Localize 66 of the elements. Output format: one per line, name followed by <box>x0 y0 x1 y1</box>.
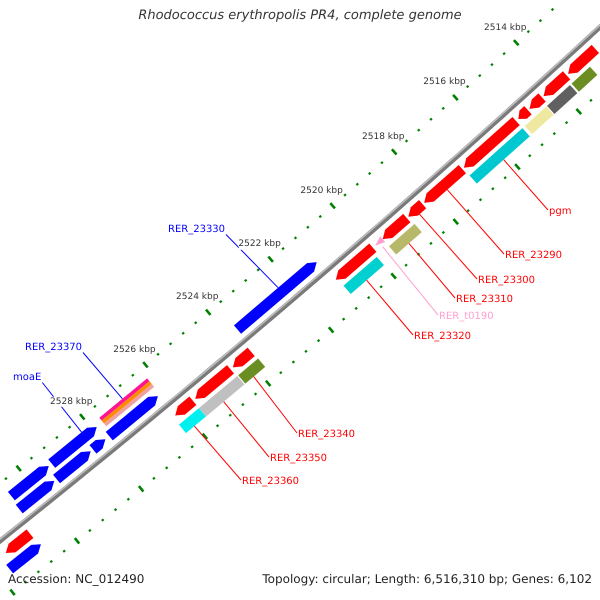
gene-block <box>6 529 34 554</box>
leader-line <box>503 159 548 210</box>
leader-line <box>194 426 242 480</box>
gene-bar <box>199 376 244 416</box>
gene-bar <box>388 224 422 255</box>
gene-bar <box>572 66 598 92</box>
gene-block <box>6 544 41 574</box>
gene-block <box>544 71 570 96</box>
gene-bar <box>178 408 206 434</box>
leader-line <box>419 214 478 280</box>
gene-label: RER_23290 <box>505 250 562 262</box>
scale-label: 2514 kbp <box>484 22 526 33</box>
gene-bar <box>524 106 554 134</box>
scale-label: 2516 kbp <box>423 77 466 88</box>
gene-block <box>336 244 376 280</box>
gene-label: RER_23300 <box>478 275 536 286</box>
leader-line <box>223 401 270 458</box>
gene-bar <box>99 378 154 426</box>
gene-label: RER_23330 <box>168 224 226 236</box>
gene-label: RER_t0190 <box>439 311 494 322</box>
gene-block <box>195 365 234 399</box>
gene-block <box>53 451 91 484</box>
gene-block <box>530 93 546 109</box>
leader-line <box>382 246 438 316</box>
gene-label: RER_23310 <box>456 294 514 306</box>
gene-block <box>568 44 600 74</box>
gene-label: RER_23370 <box>25 342 82 354</box>
gene-block <box>8 466 49 500</box>
gene-block <box>424 164 466 203</box>
leader-line <box>446 189 504 254</box>
gene-block <box>232 348 255 368</box>
title: Rhodococcus erythropolis PR4, complete genome <box>137 9 463 24</box>
gene-label: RER_23350 <box>270 453 328 464</box>
leader-line <box>408 242 456 298</box>
gene-block <box>382 214 410 240</box>
gene-bar <box>470 128 530 184</box>
gene-block <box>464 116 520 168</box>
leader-line <box>253 376 298 434</box>
gene-block <box>518 106 532 119</box>
gene-label: RER_23320 <box>414 331 472 342</box>
leader-line <box>82 352 123 400</box>
gene-bar <box>344 256 384 294</box>
scale-label: 2520 kbp <box>300 186 343 196</box>
scale-label: 2526 kbp <box>113 344 156 355</box>
gene-label: RER_23340 <box>298 429 356 440</box>
scale-label: 2524 kbp <box>176 292 218 302</box>
gene-label: pgm <box>549 206 572 218</box>
gene-label: RER_23360 <box>242 476 300 488</box>
leader-line <box>226 234 279 288</box>
triangle-marker <box>375 236 386 246</box>
gene-block <box>408 200 426 217</box>
gene-bar <box>238 358 266 384</box>
scale-label: 2522 kbp <box>238 239 281 250</box>
leader-line <box>366 280 414 336</box>
gene-block <box>175 396 196 416</box>
gene-block <box>234 262 317 334</box>
gene-block <box>16 480 54 514</box>
gene-bar <box>547 85 578 114</box>
gene-block <box>90 439 106 454</box>
scale-label: 2528 kbp <box>50 396 92 407</box>
gene-label: moaE <box>13 372 42 384</box>
scale-label: 2518 kbp <box>362 132 404 142</box>
accession-text: Accession: NC_012490 <box>8 573 144 587</box>
genome-stats-text: Topology: circular; Length: 6,516,310 bp; Genes: 6,102 <box>262 573 592 587</box>
gene-block <box>48 426 97 468</box>
gene-block <box>106 396 158 440</box>
